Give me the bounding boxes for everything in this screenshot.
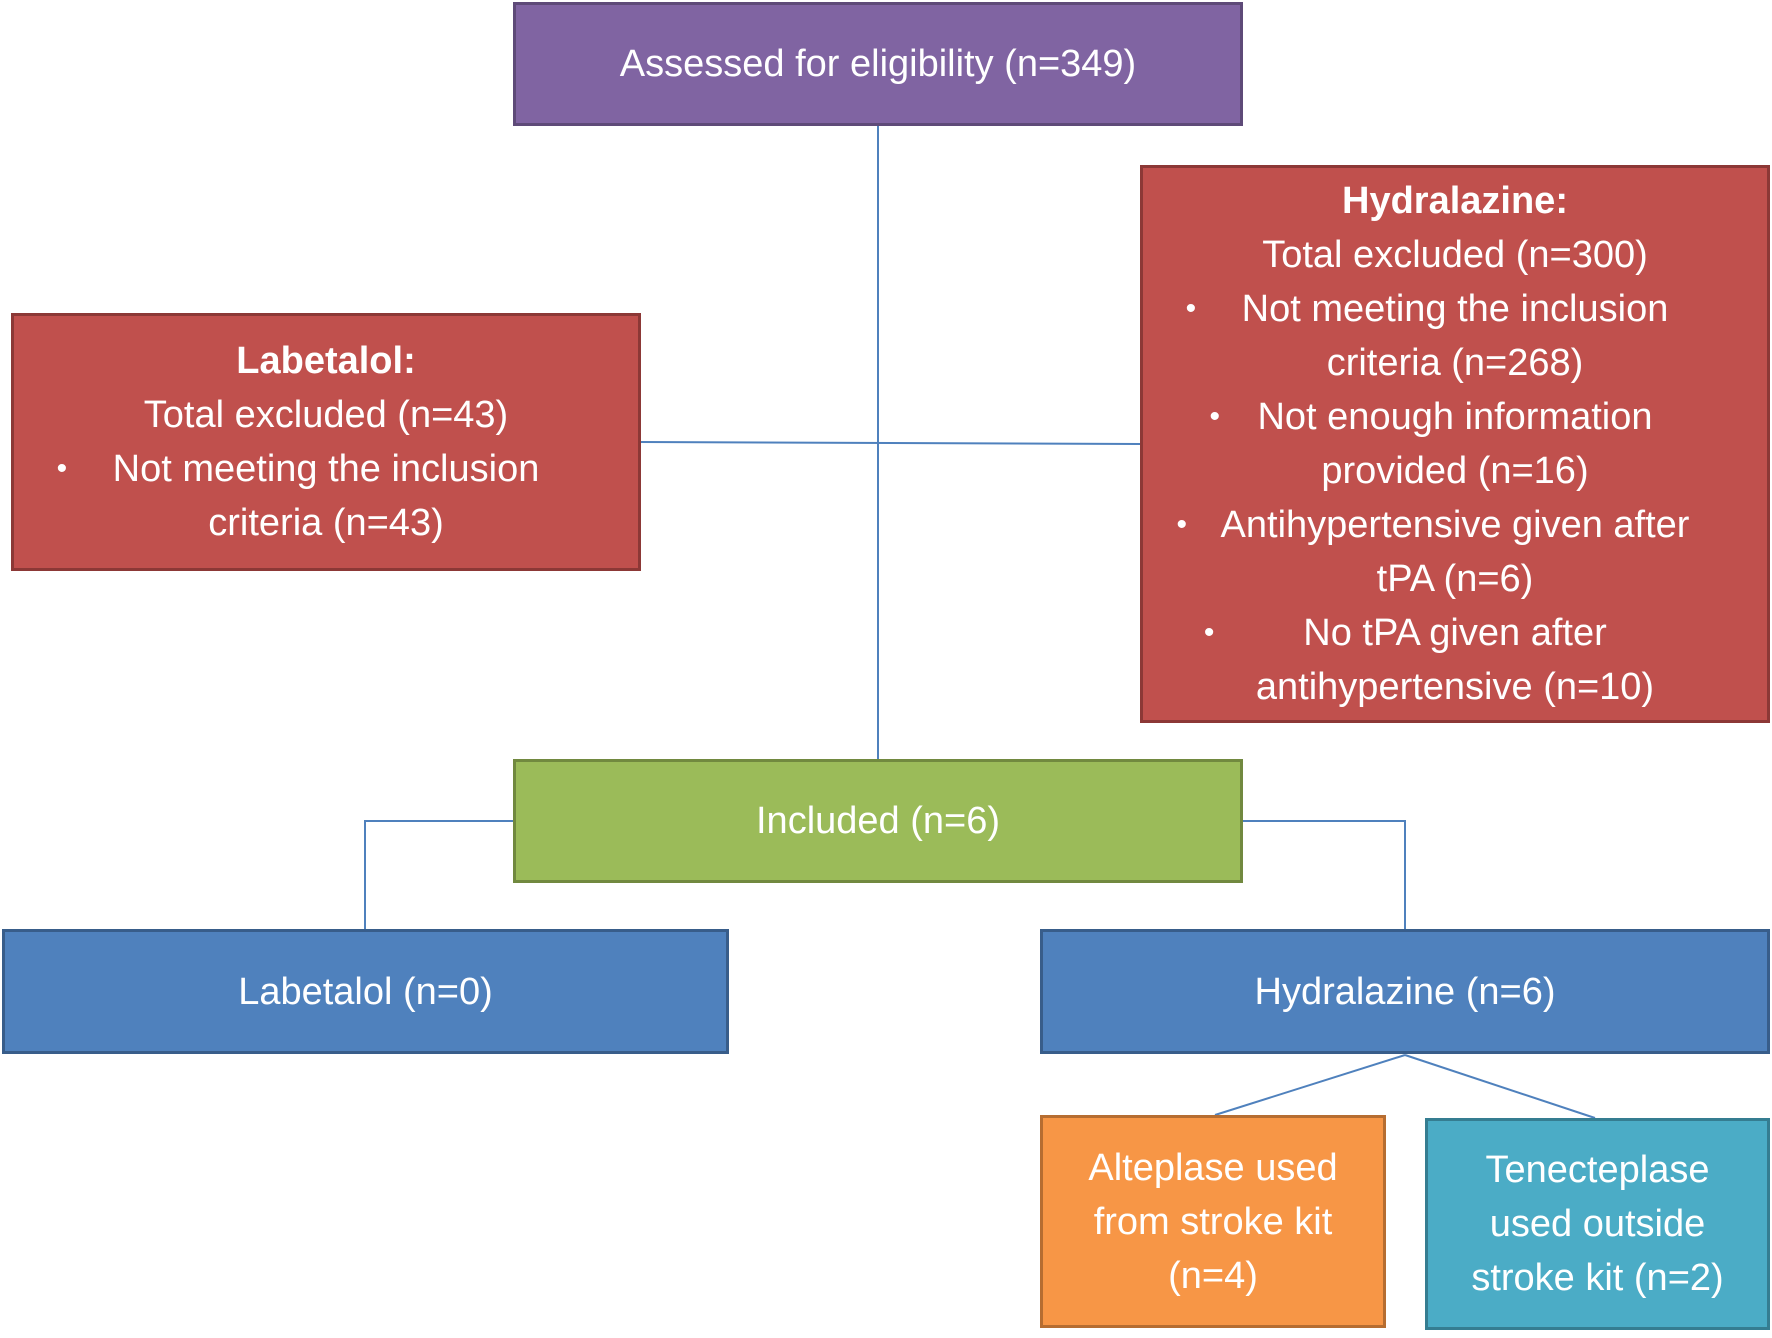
labetalol-excluded-title: Labetalol:	[236, 340, 416, 382]
labetalol-group-box: Labetalol (n=0)	[2, 929, 729, 1054]
bullet-item-line: Not meeting the inclusion	[1241, 288, 1669, 330]
bullet-item-line: antihypertensive (n=10)	[1255, 666, 1655, 708]
hydralazine-excluded-title: Hydralazine:	[1342, 180, 1568, 222]
bullet-icon: •	[1203, 616, 1215, 649]
connector-included-to-hydralazine	[1243, 820, 1406, 930]
bullet-item-line: criteria (n=268)	[1326, 342, 1584, 384]
bullet-item-line: No tPA given after	[1303, 612, 1607, 654]
bullet-item-line: criteria (n=43)	[208, 502, 444, 544]
included-label: Included (n=6)	[756, 800, 1000, 842]
alteplase-line: from stroke kit	[1093, 1200, 1333, 1243]
assessed-label: Assessed for eligibility (n=349)	[619, 43, 1137, 85]
bullet-item-line: provided (n=16)	[1321, 450, 1589, 492]
hydralazine-group-box: Hydralazine (n=6)	[1040, 929, 1770, 1054]
bullet-item-line: Not meeting the inclusion	[112, 448, 540, 490]
hydralazine-excluded-bullet-item: • Not meeting the inclusion criteria (n=…	[1186, 282, 1669, 390]
hydralazine-group-label: Hydralazine (n=6)	[1254, 970, 1556, 1013]
connector-hydralazine-to-tenecteplase	[1404, 1054, 1596, 1119]
tenecteplase-box: Tenecteplase used outside stroke kit (n=…	[1425, 1118, 1770, 1330]
labetalol-group-label: Labetalol (n=0)	[238, 970, 493, 1013]
included-box: Included (n=6)	[513, 759, 1243, 883]
hydralazine-excluded-bullet-item: • Antihypertensive given after tPA (n=6)	[1177, 498, 1690, 606]
bullet-icon: •	[1185, 292, 1197, 325]
hydralazine-excluded-box: Hydralazine: Total excluded (n=300) • No…	[1140, 165, 1770, 723]
tenecteplase-line: Tenecteplase	[1485, 1149, 1710, 1191]
bullet-icon: •	[1209, 400, 1220, 433]
alteplase-line: Alteplase used	[1088, 1146, 1338, 1189]
bullet-icon: •	[56, 452, 68, 485]
hydralazine-excluded-total: Total excluded (n=300)	[1262, 234, 1648, 276]
bullet-item-line: Not enough information	[1257, 396, 1653, 438]
alteplase-line: (n=4)	[1168, 1254, 1258, 1297]
bullet-item-line: Antihypertensive given after	[1220, 504, 1690, 546]
connector-included-to-labetalol	[364, 820, 513, 930]
labetalol-excluded-box: Labetalol: Total excluded (n=43) • Not m…	[11, 313, 641, 571]
tenecteplase-line: used outside	[1489, 1203, 1706, 1245]
bullet-item-line: tPA (n=6)	[1376, 558, 1534, 600]
hydralazine-excluded-bullet-item: • Not enough information provided (n=16)	[1209, 390, 1653, 498]
assessed-box: Assessed for eligibility (n=349)	[513, 2, 1243, 126]
hydralazine-excluded-bullet-item: • No tPA given after antihypertensive (n…	[1204, 606, 1655, 714]
bullet-icon: •	[1176, 508, 1188, 541]
connector-exclusion-horizontal	[639, 441, 1141, 445]
tenecteplase-line: stroke kit (n=2)	[1471, 1257, 1724, 1299]
labetalol-excluded-bullet-item: • Not meeting the inclusion criteria (n=…	[57, 442, 540, 550]
connector-hydralazine-to-alteplase	[1214, 1054, 1406, 1116]
alteplase-box: Alteplase used from stroke kit (n=4)	[1040, 1115, 1386, 1328]
labetalol-excluded-total: Total excluded (n=43)	[143, 394, 509, 436]
